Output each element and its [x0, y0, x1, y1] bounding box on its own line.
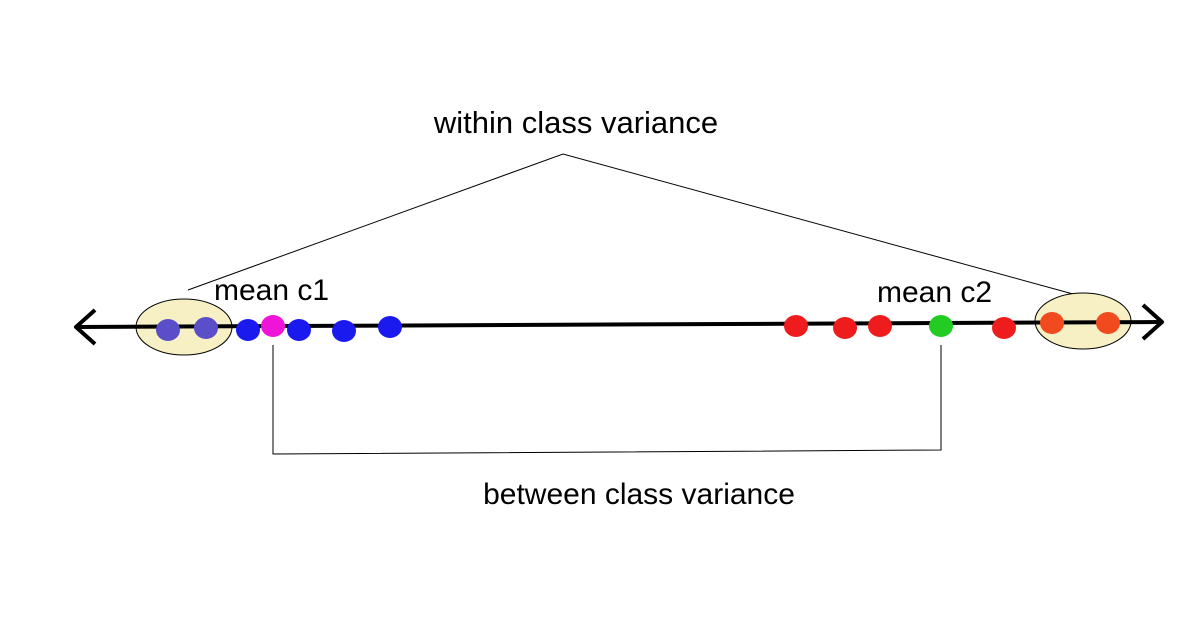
within-class-variance-label: within class variance: [433, 105, 718, 140]
class2-point: [784, 315, 808, 337]
class2-point: [868, 315, 892, 337]
mean-c1-point: [261, 315, 285, 337]
class2-points: [784, 312, 1120, 339]
class2-point: [833, 317, 857, 339]
between-variance-bracket: [272, 345, 942, 455]
class2-point: [992, 317, 1016, 339]
within-variance-bracket: [187, 153, 1074, 295]
class1-points: [156, 315, 402, 342]
class2-outlier-point: [1096, 312, 1120, 334]
right-arrow-icon: [1141, 303, 1164, 341]
class1-outlier-point: [156, 319, 180, 341]
class1-point: [236, 319, 260, 341]
class2-outlier-point: [1040, 312, 1064, 334]
class1-point: [378, 316, 402, 338]
mean-c1-label: mean c1: [214, 274, 329, 307]
mean-c2-point: [929, 315, 953, 337]
left-arrow-icon: [74, 308, 97, 346]
class1-point: [332, 320, 356, 342]
class1-outlier-point: [194, 317, 218, 339]
class1-point: [287, 319, 311, 341]
between-class-variance-label: between class variance: [483, 478, 795, 511]
mean-c2-label: mean c2: [877, 276, 992, 309]
